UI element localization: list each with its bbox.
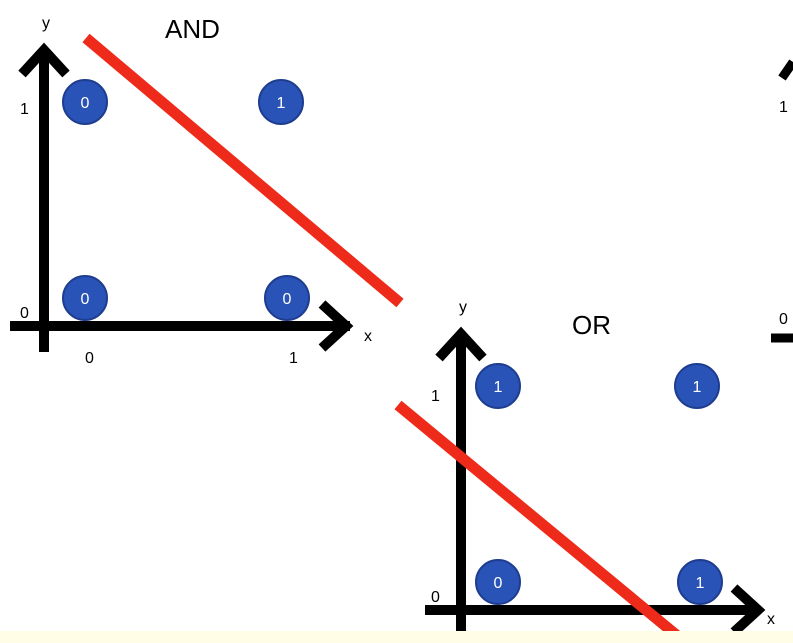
or-x-arrowhead (730, 584, 766, 636)
partial-panel: 1 0 (771, 59, 793, 343)
and-point-0-0: 0 (62, 275, 108, 321)
and-title: AND (165, 14, 220, 44)
and-point-label: 0 (283, 291, 292, 308)
and-x-axis-label: x (364, 328, 372, 345)
and-point-0-1: 0 (62, 79, 108, 125)
and-x-tick-left: 0 (85, 350, 94, 367)
and-point-1-0: 0 (264, 275, 310, 321)
or-point-0-0: 0 (475, 559, 521, 605)
and-y-arrowhead (18, 42, 70, 78)
or-point-0-1: 1 (475, 363, 521, 409)
partial-y-tick-bottom: 0 (779, 311, 788, 328)
or-point-1-1: 1 (674, 363, 720, 409)
and-point-label: 1 (277, 95, 286, 112)
or-separator-line (394, 400, 690, 643)
or-y-arrowhead (435, 326, 487, 362)
or-point-1-0: 1 (677, 559, 723, 605)
or-title: OR (572, 310, 611, 340)
and-point-label: 0 (81, 291, 90, 308)
or-point-label: 1 (494, 379, 503, 396)
and-y-tick-bottom: 0 (20, 305, 29, 322)
or-y-axis-label: y (459, 299, 467, 316)
and-point-1-1: 1 (258, 79, 304, 125)
and-y-tick-top: 1 (20, 101, 29, 118)
partial-y-tick-top: 1 (779, 99, 788, 116)
or-panel: OR y x 1 0 0 1 1 1 0 1 (394, 299, 775, 643)
and-separator-line (82, 33, 404, 308)
and-x-tick-right: 1 (289, 350, 298, 367)
or-y-tick-top: 1 (431, 388, 440, 405)
partial-y-arrowhead (778, 59, 793, 81)
and-panel: AND y x 1 0 0 1 0 1 0 0 (10, 14, 404, 367)
or-point-label: 0 (494, 575, 503, 592)
or-y-tick-bottom: 0 (431, 589, 440, 606)
and-point-label: 0 (81, 95, 90, 112)
or-x-axis-label: x (767, 611, 775, 628)
or-point-label: 1 (696, 575, 705, 592)
and-y-axis-label: y (42, 15, 50, 32)
and-x-arrowhead (318, 300, 354, 352)
or-point-label: 1 (693, 379, 702, 396)
bottom-band (0, 631, 793, 643)
